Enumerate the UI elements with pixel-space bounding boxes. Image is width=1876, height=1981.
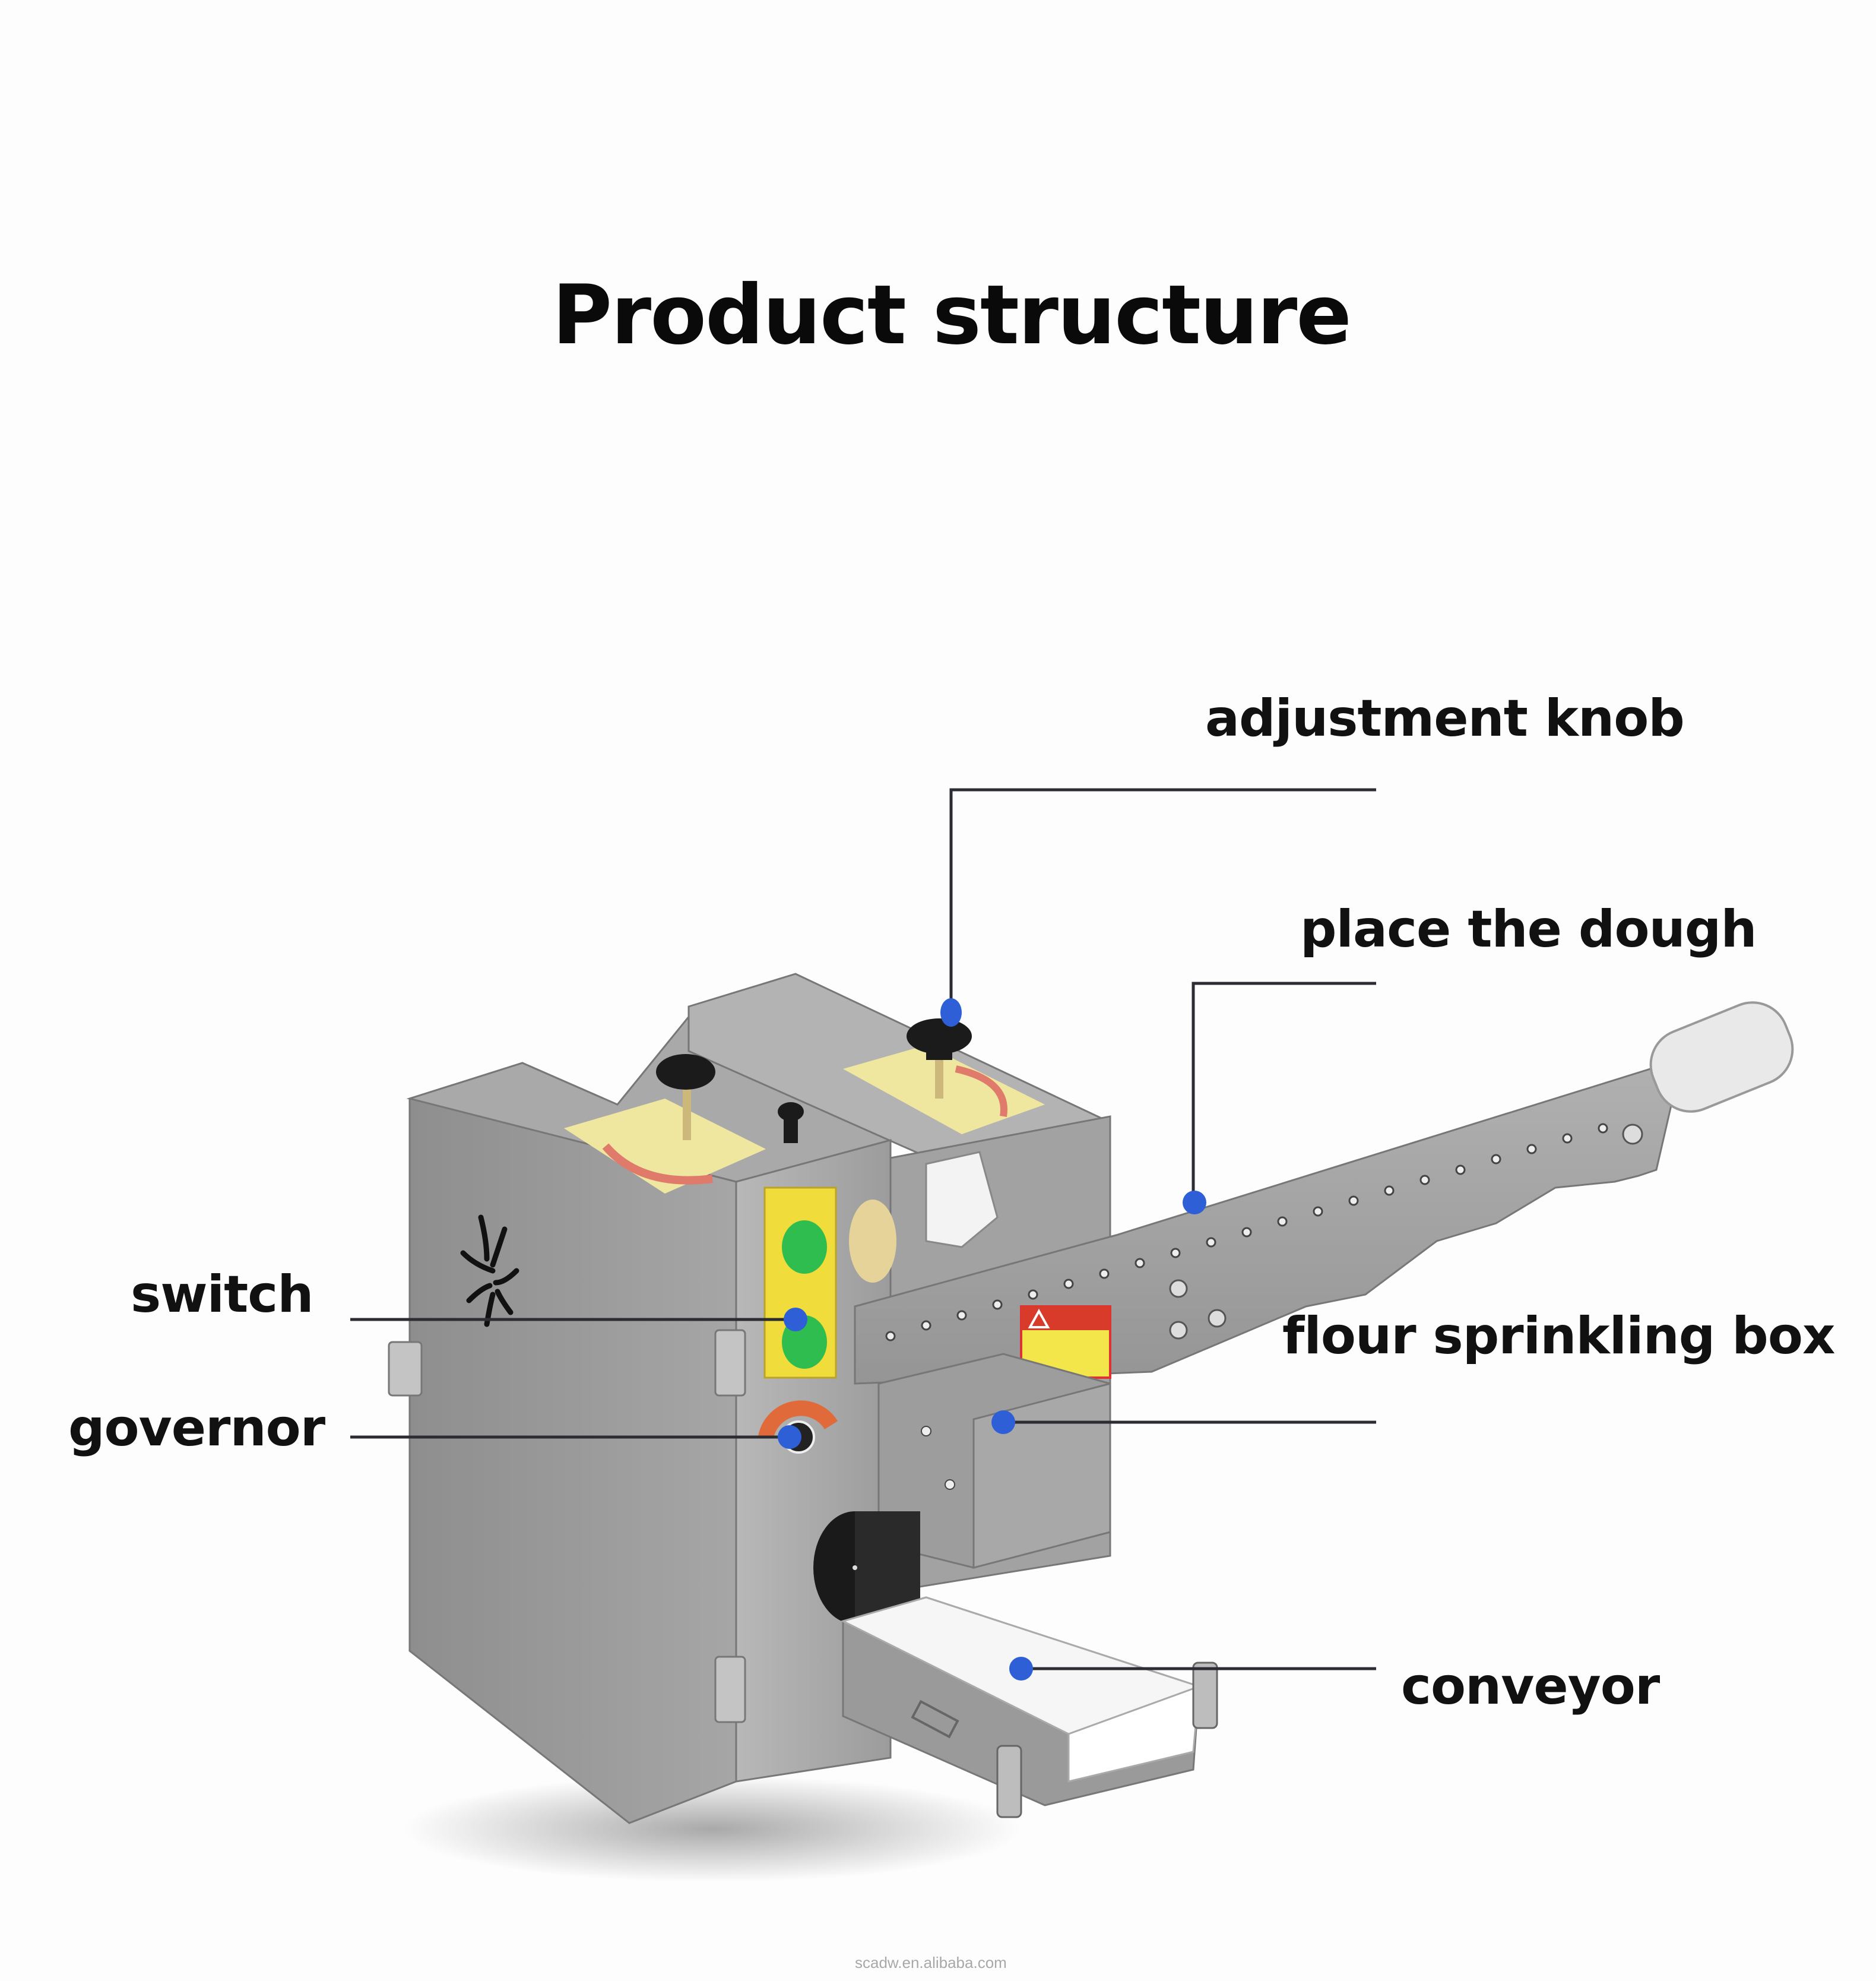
rotation-arrow-icon <box>602 1143 713 1185</box>
callout-dot <box>784 1308 807 1331</box>
roller-bracket <box>925 1151 999 1248</box>
label-governor: governor <box>68 1398 325 1458</box>
hinge <box>714 1656 746 1723</box>
latch <box>388 1341 423 1397</box>
control-panel <box>758 1186 838 1454</box>
watermark: scadw.en.alibaba.com <box>855 1954 1007 1971</box>
warning-icon <box>1028 1308 1050 1328</box>
callout-dots <box>778 998 1206 1681</box>
label-switch: switch <box>131 1265 313 1324</box>
leader-place-the-dough <box>1191 982 1376 1200</box>
callout-dot <box>1009 1657 1033 1681</box>
hinge <box>714 1329 746 1397</box>
label-adjustment-knob: adjustment knob <box>1205 689 1685 748</box>
label-place-the-dough: place the dough <box>1300 900 1757 959</box>
rotation-arrow-icon-right <box>955 1065 1007 1117</box>
leader-adjustment-knob <box>949 788 1376 1004</box>
label-conveyor: conveyor <box>1401 1657 1660 1716</box>
dough-feed-arm <box>854 1001 1794 1385</box>
label-flour-sprinkling-box: flour sprinkling box <box>1282 1306 1835 1366</box>
floor-shadow <box>404 1776 1021 1882</box>
knobs <box>656 1018 972 1143</box>
knob-left[interactable] <box>656 1054 715 1090</box>
page-title: Product structure <box>552 267 1352 363</box>
governor-dial <box>758 1400 838 1439</box>
callout-dot <box>940 998 962 1027</box>
callout-dot <box>778 1425 801 1449</box>
callout-dot <box>991 1410 1015 1434</box>
direction-sticker <box>564 1099 766 1194</box>
vent-icon <box>460 1214 519 1327</box>
belt-tension-bracket[interactable] <box>996 1745 1022 1818</box>
leader-lines <box>350 788 1376 1670</box>
dough-roller-bar <box>1649 1001 1794 1113</box>
callout-dot <box>1183 1191 1206 1214</box>
conveyor-belt <box>840 1596 1218 1818</box>
direction-sticker-right <box>843 1045 1045 1134</box>
start-button[interactable] <box>782 1220 827 1274</box>
dough-roller <box>849 1200 896 1283</box>
